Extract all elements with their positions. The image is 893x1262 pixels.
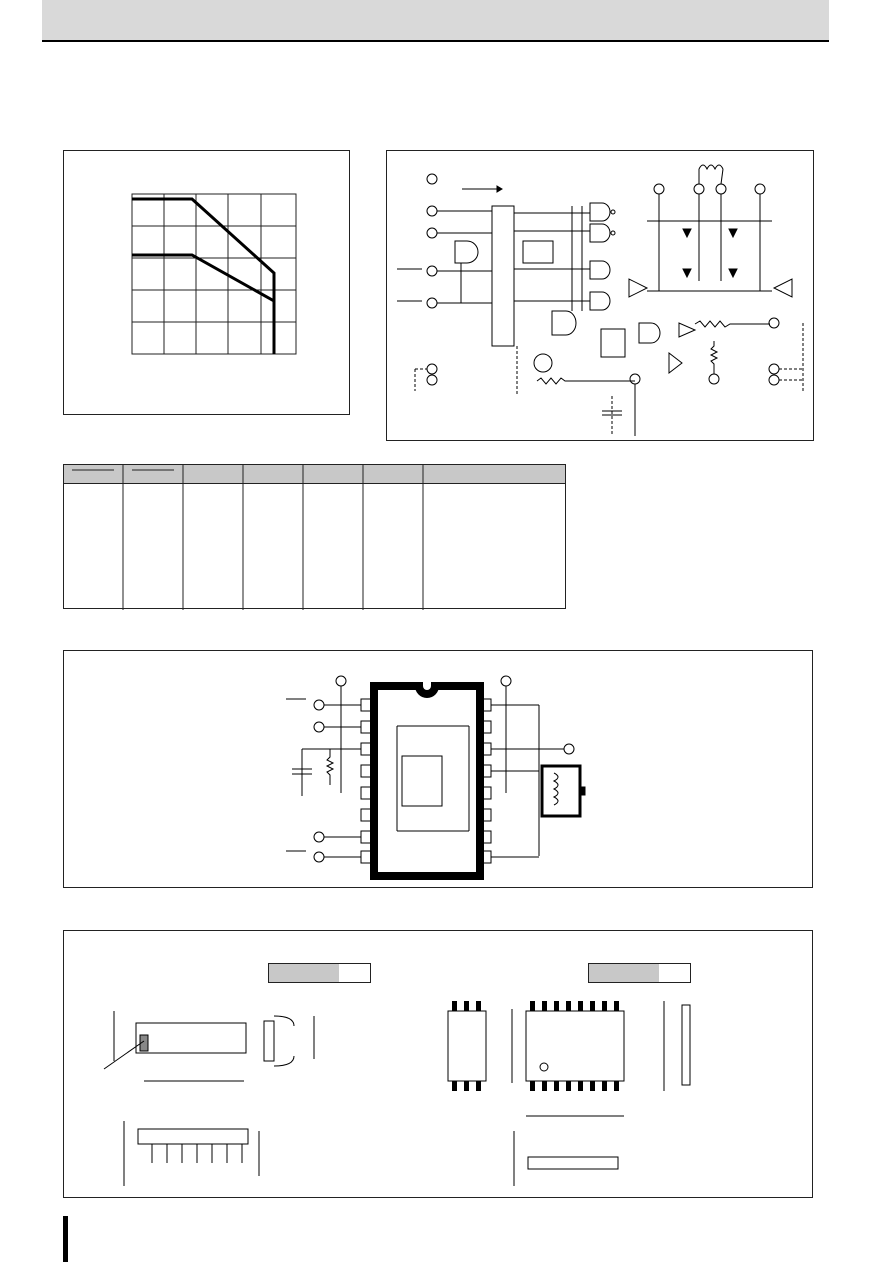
current-source <box>533 353 553 373</box>
inductor-symbol <box>698 164 724 171</box>
terminal-circle <box>426 297 438 309</box>
package-outline-panel <box>63 930 813 1198</box>
terminal-circle <box>426 374 438 386</box>
motor-coil <box>540 764 582 818</box>
derating-chart <box>131 193 297 355</box>
dip-body-top-view <box>135 1022 247 1054</box>
block-diagram <box>397 164 804 436</box>
spec-table <box>63 464 566 610</box>
block-diagram-panel <box>386 150 814 441</box>
package-label-sop <box>588 963 691 983</box>
internal-block <box>401 755 443 807</box>
schmitt-symbol <box>668 351 683 375</box>
sop-body-top-view <box>525 1010 625 1082</box>
sop-pins <box>452 1001 619 1091</box>
package-drawings <box>103 1001 691 1186</box>
buffer-symbol <box>628 278 649 298</box>
terminal-circle <box>426 363 438 375</box>
terminal-circle <box>426 205 438 217</box>
spec-table-header <box>64 465 565 484</box>
derating-curve-lower <box>132 253 276 354</box>
derating-chart-panel <box>63 150 350 415</box>
application-circuit-panel <box>63 650 813 888</box>
comparator-symbol <box>678 322 697 338</box>
ic-package-outline <box>370 682 484 880</box>
chart-grid <box>131 193 297 355</box>
sop-body-front-view <box>527 1156 619 1170</box>
package-label-dip <box>268 963 371 983</box>
derating-curve-upper <box>132 197 276 354</box>
logic-block <box>491 205 515 347</box>
terminal-circle <box>426 173 438 185</box>
table-grid <box>72 465 424 610</box>
latch-box <box>600 328 626 358</box>
page-footer-mark <box>63 1216 68 1262</box>
terminal-circle <box>426 227 438 239</box>
terminal-circle <box>426 265 438 277</box>
dip-body-front-view <box>137 1128 249 1145</box>
sop-body-side-view <box>447 1010 487 1082</box>
register-box <box>522 240 554 264</box>
and-gate <box>454 240 479 264</box>
application-circuit <box>286 675 586 880</box>
page-header <box>42 0 829 42</box>
